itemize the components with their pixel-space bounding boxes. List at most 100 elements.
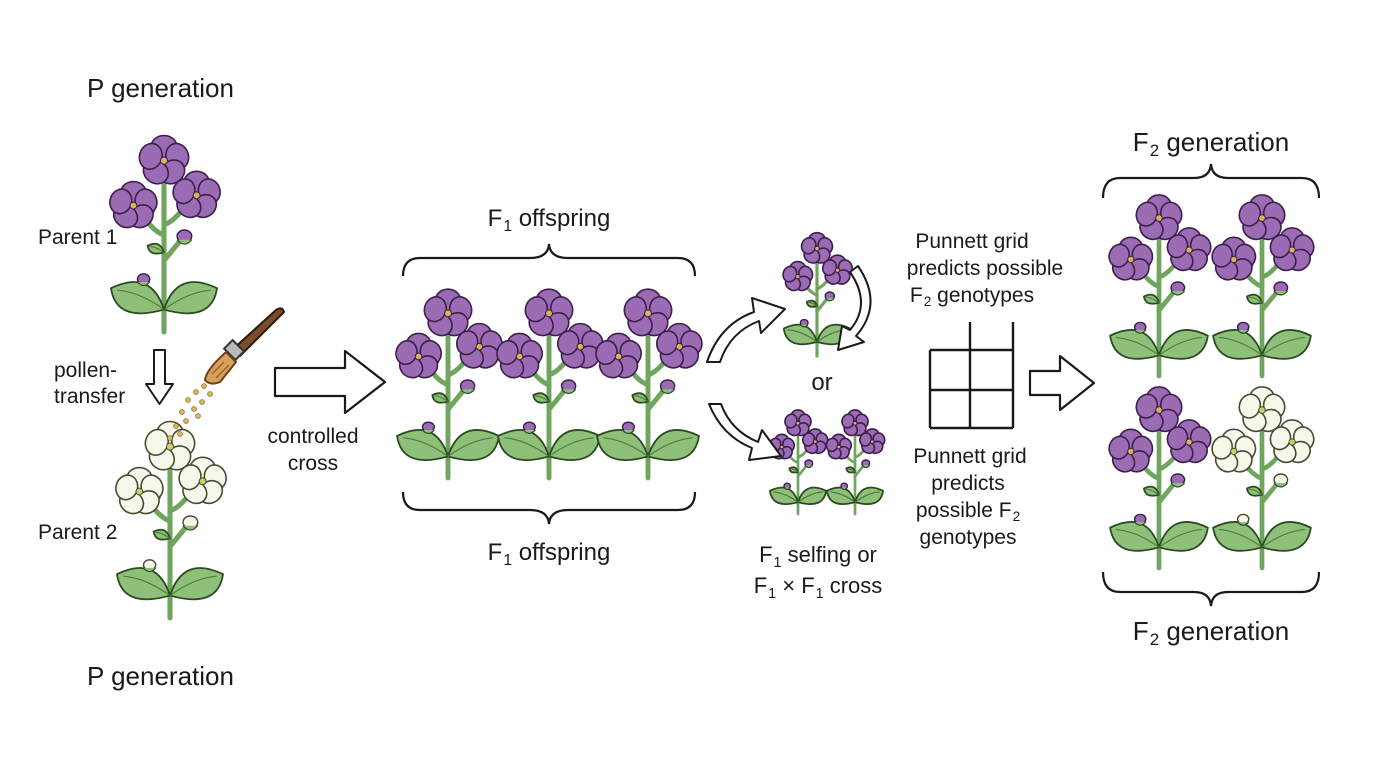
cross-text: cross: [823, 573, 883, 598]
controlled-cross-arrow: [273, 349, 387, 415]
selfing-curved-arrow: [706, 297, 786, 363]
f2-subscript: 2: [1012, 509, 1021, 525]
leaf-icon: [116, 567, 171, 601]
f1-offspring-text: offspring: [512, 539, 611, 566]
purple-flower-icon: [821, 254, 854, 285]
purple-flower-icon: [1135, 194, 1183, 241]
white-flower-icon: [1211, 428, 1257, 473]
purple-flower-icon: [524, 288, 574, 337]
purple-flower-icon: [655, 322, 703, 369]
leaf-icon: [110, 281, 165, 315]
leaf-icon: [1109, 329, 1160, 360]
selfing-label-line2: F1 × F1 cross: [753, 573, 883, 602]
f1-subscript-b: 1: [815, 585, 824, 602]
leaf-icon: [169, 567, 224, 601]
purple-flower-icon: [172, 170, 221, 219]
purple-flower-icon: [802, 428, 829, 455]
purple-flower-icon: [455, 322, 503, 369]
f2-plant-4: [1211, 386, 1315, 571]
leaf-icon: [396, 429, 449, 461]
leaf-icon: [1212, 521, 1263, 552]
leaf-icon: [782, 323, 818, 346]
purple-flower-icon: [556, 322, 604, 369]
f2-letter: F: [909, 284, 923, 307]
times-f-text: × F: [776, 573, 815, 598]
white-flower-icon: [144, 420, 196, 471]
pollen-transfer-arrow: [145, 349, 174, 405]
p-generation-top-label: P generation: [87, 73, 234, 103]
f1-cross-plant-1: [768, 409, 829, 516]
paintbrush-icon: [204, 307, 285, 385]
f1-bottom-brace: [401, 491, 697, 525]
return-curved-arrow: [837, 265, 872, 351]
f2-letter: F: [1132, 616, 1149, 646]
purple-flower-icon: [1166, 227, 1212, 272]
purple-flower-icon: [138, 134, 190, 185]
f2-top-brace: [1101, 163, 1321, 199]
f1-selfing-plant: [782, 231, 854, 358]
leaf-icon: [1158, 521, 1209, 552]
punnett-bottom-line3: possible F2: [915, 499, 1021, 525]
to-f2-arrow: [1028, 354, 1096, 412]
purple-flower-icon: [395, 332, 442, 379]
purple-flower-icon: [859, 428, 886, 455]
f1-letter-a: F: [753, 573, 768, 598]
f1-offspring-bottom-label: F1 offspring: [487, 539, 611, 569]
purple-flower-icon: [1108, 236, 1154, 281]
selfing-label-line1: F1 selfing or: [759, 542, 877, 570]
f1-offspring-plant-1: [395, 288, 503, 481]
leaf-icon: [826, 486, 856, 506]
f1-top-brace: [401, 243, 697, 277]
white-flower-icon: [1238, 386, 1286, 433]
f2-subscript: 2: [923, 294, 932, 310]
punnett-bottom-line1: Punnett grid: [913, 445, 1027, 468]
selfing-text: selfing or: [781, 542, 877, 567]
f1-letter: F: [487, 205, 503, 232]
f2-letter: F: [1132, 127, 1149, 157]
pollen-grains: [167, 383, 213, 441]
leaf-icon: [1261, 521, 1312, 552]
leaf-icon: [1212, 329, 1263, 360]
f1-subscript-a: 1: [768, 585, 777, 602]
pollen-transfer-label-line2: transfer: [54, 385, 126, 408]
f2-plant-1: [1108, 194, 1212, 379]
purple-flower-icon: [825, 433, 853, 460]
purple-flower-icon: [800, 231, 834, 264]
f1-offspring-text: offspring: [512, 205, 611, 232]
punnett-grid: [928, 322, 1015, 430]
f1-subscript: 1: [503, 551, 513, 569]
leaf-icon: [596, 429, 649, 461]
punnett-top-line1: Punnett grid: [915, 230, 1029, 253]
purple-flower-icon: [623, 288, 673, 337]
purple-flower-icon: [1135, 386, 1183, 433]
leaf-icon: [769, 486, 799, 506]
cross-curved-arrow: [708, 403, 782, 461]
white-flower-icon: [178, 456, 227, 505]
generation-text: generation: [1159, 127, 1290, 157]
possible-f-text: possible F: [915, 499, 1012, 522]
leaf-icon: [447, 429, 500, 461]
parent-1-label: Parent 1: [38, 226, 118, 249]
f1-letter: F: [487, 539, 503, 566]
parent-2-plant: [115, 420, 227, 621]
purple-flower-icon: [109, 180, 158, 229]
white-flower-icon: [1269, 419, 1315, 464]
purple-flower-icon: [782, 260, 814, 292]
punnett-bottom-line2: predicts: [931, 472, 1005, 495]
f2-plant-3: [1108, 386, 1212, 571]
plants-layer: [109, 134, 1315, 621]
f1-cross-plant-2: [825, 409, 886, 516]
f2-plant-2: [1211, 194, 1315, 379]
purple-flower-icon: [841, 409, 869, 437]
generation-text: generation: [1159, 616, 1290, 646]
genotypes-text: genotypes: [931, 284, 1035, 307]
purple-flower-icon: [1269, 227, 1315, 272]
punnett-top-line2: predicts possible: [906, 257, 1064, 280]
pollen-transfer-label-line1: pollen-: [54, 359, 118, 382]
white-flower-icon: [115, 466, 164, 515]
f1-subscript: 1: [503, 217, 513, 235]
leaf-icon: [854, 486, 884, 506]
purple-flower-icon: [1166, 419, 1212, 464]
